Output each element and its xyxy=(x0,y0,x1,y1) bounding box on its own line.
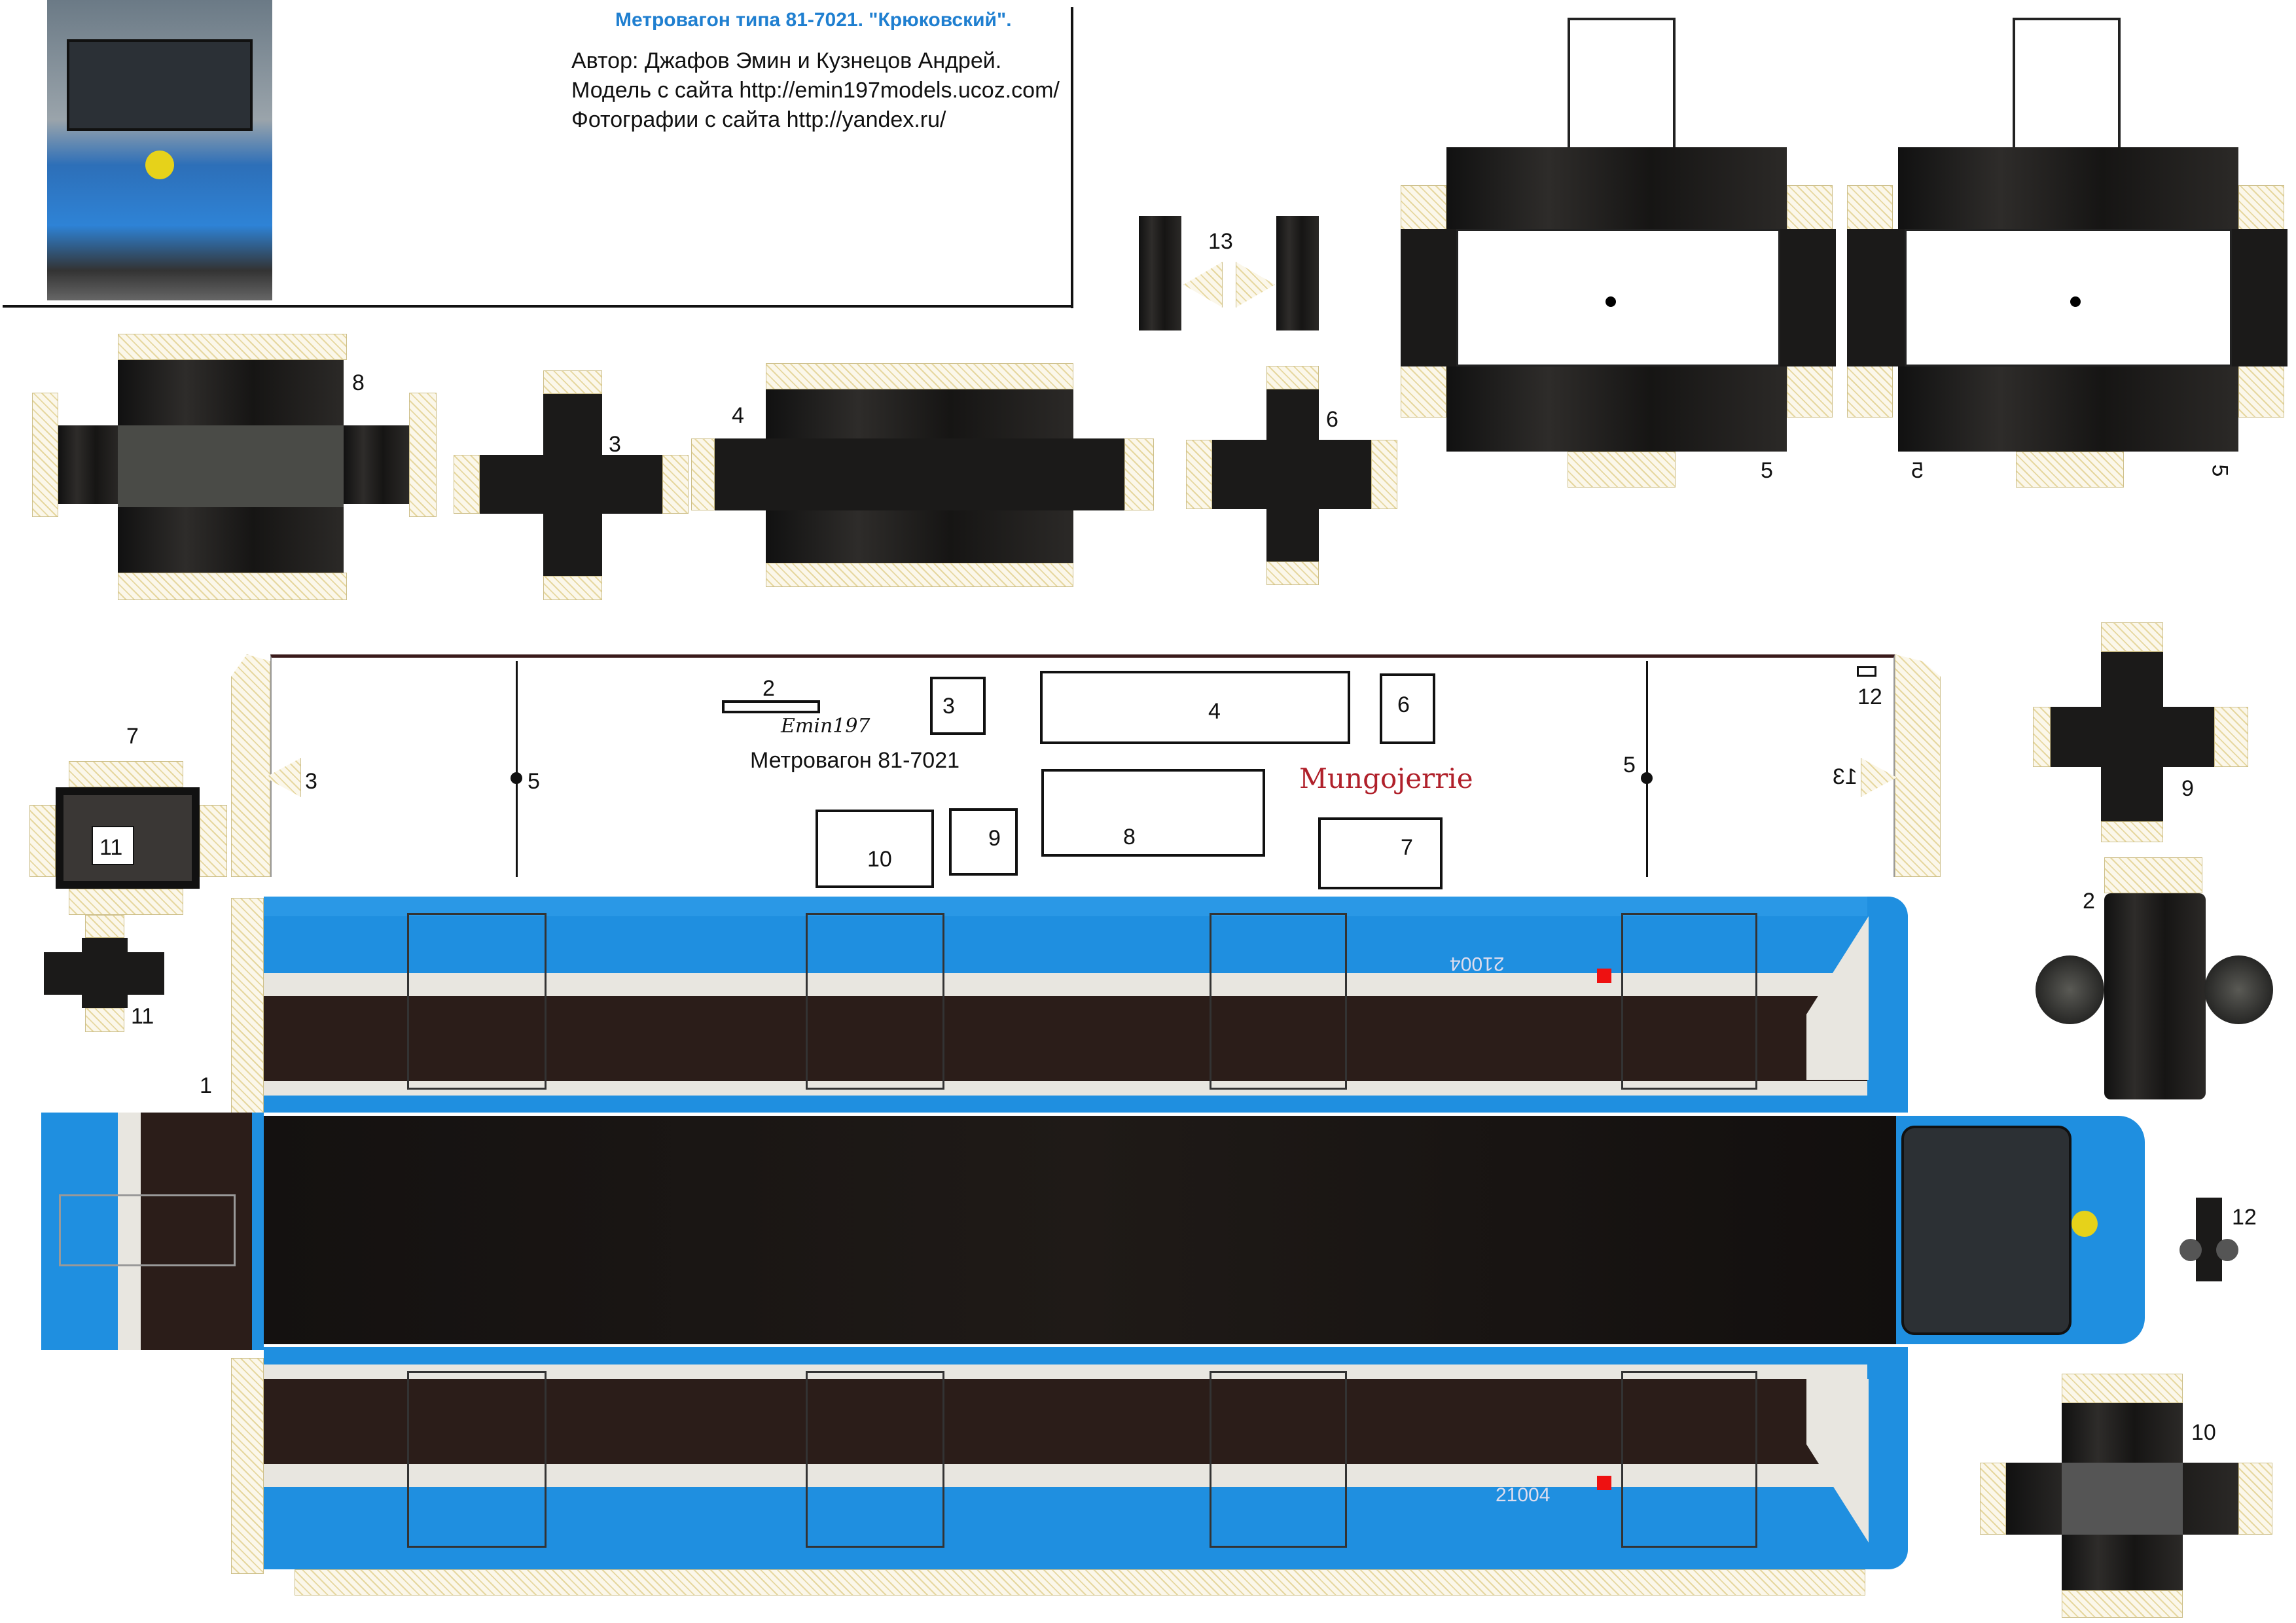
car-number: 21004 xyxy=(1496,1484,1551,1506)
part-label: 5 xyxy=(2207,464,2233,477)
part-label: 12 xyxy=(2232,1205,2257,1230)
header-divider-horizontal xyxy=(3,305,1073,308)
part-label: 7 xyxy=(1401,835,1413,860)
part-label: 2 xyxy=(762,676,775,701)
author-line: Автор: Джафов Эмин и Кузнецов Андрей. xyxy=(571,48,1002,73)
part-label: 4 xyxy=(1208,699,1221,724)
part-label: 6 xyxy=(1397,692,1410,717)
part-label: 5 xyxy=(1911,458,1924,483)
tab-label: 3 xyxy=(305,769,317,794)
part-label: 2 xyxy=(2083,889,2095,914)
part-label: 4 xyxy=(732,403,744,428)
model-source-line: Модель с сайта http://emin197models.ucoz… xyxy=(571,78,1060,103)
part-label: 11 xyxy=(131,1004,154,1029)
part-label: 1 xyxy=(200,1073,212,1098)
part-label: 3 xyxy=(609,432,621,457)
header-divider-vertical xyxy=(1071,7,1073,308)
page-title: Метровагон типа 81-7021. "Крюковский". xyxy=(615,9,1012,31)
photo-source-line: Фотографии с сайта http://yandex.ru/ xyxy=(571,107,946,132)
part-label: 11 xyxy=(99,835,123,860)
tab-label: 5 xyxy=(528,769,540,794)
part-label: 10 xyxy=(867,847,892,872)
cab-windshield xyxy=(67,39,253,131)
center-hole xyxy=(1605,296,1616,307)
part-label: 8 xyxy=(1123,825,1136,849)
train-photo xyxy=(47,0,272,300)
center-hole xyxy=(2070,296,2081,307)
car-roof-dark xyxy=(264,1116,1904,1344)
part-label: 3 xyxy=(942,694,955,719)
tab-label: 12 xyxy=(1857,685,1882,709)
part-label: 13 xyxy=(1208,229,1233,254)
part-label: 9 xyxy=(988,826,1001,851)
signature: Emin197 xyxy=(781,715,870,738)
caption: Метровагон 81-7021 xyxy=(750,748,960,773)
tab-label: 13 xyxy=(1833,764,1857,789)
car-number: 21004 xyxy=(1450,953,1505,974)
tab-label: 5 xyxy=(1623,753,1636,777)
part-label: 9 xyxy=(2181,776,2194,801)
part-label: 7 xyxy=(126,724,139,749)
metro-logo xyxy=(145,151,174,179)
mungojerrie-logo: Mungojerrie xyxy=(1299,762,1473,794)
part-label: 6 xyxy=(1326,407,1338,432)
part-label: 8 xyxy=(352,370,365,395)
part-label: 10 xyxy=(2191,1420,2216,1445)
part-label: 5 xyxy=(1761,458,1773,483)
